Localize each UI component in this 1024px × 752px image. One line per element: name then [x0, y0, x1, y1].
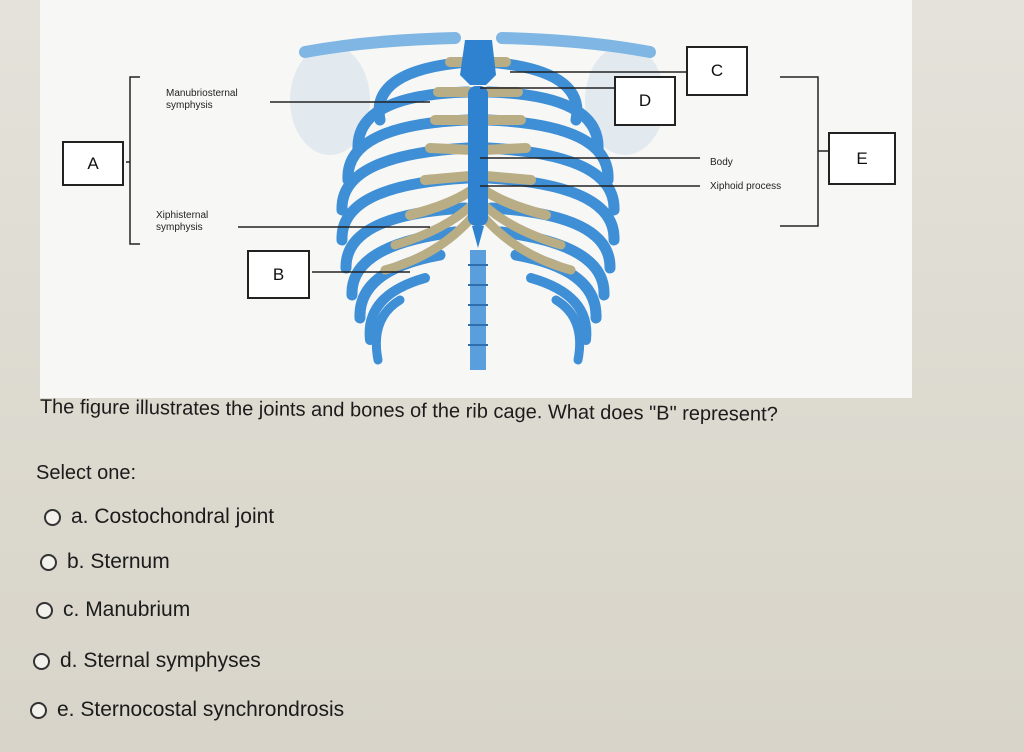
option-d[interactable]: d. Sternal symphyses: [33, 649, 261, 673]
select-one-label: Select one:: [36, 462, 137, 484]
radio-button-icon[interactable]: [40, 553, 57, 571]
radio-button-icon[interactable]: [36, 601, 53, 619]
label-box-b: B: [247, 250, 310, 299]
option-label: Sternum: [90, 550, 170, 573]
manubriosternal-label-line2: symphysis: [166, 100, 213, 111]
radio-button-icon[interactable]: [44, 508, 61, 526]
label-box-e: E: [828, 132, 896, 185]
manubriosternal-label-line1: Manubriosternal: [166, 88, 238, 99]
option-letter: c.: [63, 598, 80, 621]
xiphisternal-label: Xiphisternal symphysis: [156, 210, 208, 234]
option-letter: d.: [60, 649, 78, 672]
label-box-d: D: [614, 76, 676, 126]
radio-button-icon[interactable]: [33, 652, 50, 670]
option-label: Costochondral joint: [94, 505, 275, 528]
option-a[interactable]: a. Costochondral joint: [44, 505, 274, 529]
xiphisternal-label-line2: symphysis: [156, 222, 203, 233]
rib-cage-figure: Manubriosternal symphysis Xiphisternal s…: [40, 0, 912, 398]
label-box-c: C: [686, 46, 748, 96]
option-label: Sternal symphyses: [83, 649, 261, 672]
option-c[interactable]: c. Manubrium: [36, 598, 190, 622]
option-letter: e.: [57, 698, 75, 721]
option-b[interactable]: b. Sternum: [40, 550, 170, 574]
option-letter: b.: [67, 550, 85, 573]
xiphoid-process-label: Xiphoid process: [710, 181, 782, 192]
xiphisternal-label-line1: Xiphisternal: [156, 210, 209, 221]
label-box-a: A: [62, 141, 124, 186]
option-letter: a.: [71, 505, 89, 528]
body-label: Body: [710, 157, 733, 168]
rib-cage-illustration: [126, 32, 828, 370]
option-label: Sternocostal synchrondrosis: [80, 698, 345, 721]
option-label: Manubrium: [85, 598, 191, 621]
option-e[interactable]: e. Sternocostal synchrondrosis: [30, 698, 344, 722]
radio-button-icon[interactable]: [30, 701, 47, 719]
manubriosternal-label: Manubriosternal symphysis: [166, 88, 238, 112]
question-text: The figure illustrates the joints and bo…: [39, 396, 778, 426]
